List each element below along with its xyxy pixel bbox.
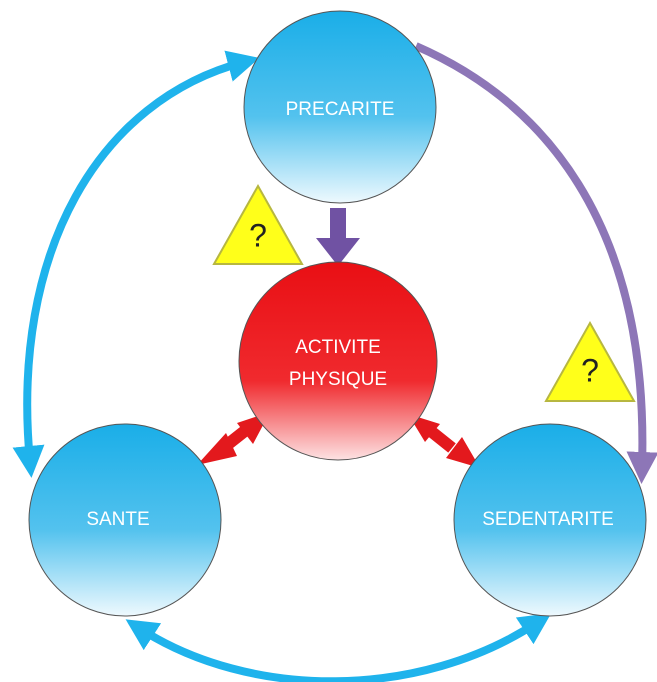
node-sante: SANTE [28,423,222,617]
node-activite-physique: ACTIVITE PHYSIQUE [238,261,438,461]
node-sedentarite-label: SEDENTARITE [482,509,614,530]
cycle-arrow-precarite-to-sante [12,50,260,478]
node-precarite: PRECARITE [243,10,437,204]
node-precarite-label: PRECARITE [286,99,395,120]
precarite-to-activite-arrow [316,208,360,266]
activite-sedentarite-bidirectional-arrow [408,414,480,468]
question-mark-right: ? [581,352,599,388]
question-warning-right: ? [544,320,636,402]
node-sedentarite: SEDENTARITE [453,423,647,617]
node-activite-label-line1: ACTIVITE [295,337,381,358]
cycle-arrow-sante-to-sedentarite [125,613,552,682]
question-warning-left: ? [212,183,304,265]
node-activite-label-line2: PHYSIQUE [289,369,387,390]
question-mark-left: ? [249,217,267,253]
cycle-arrow-precarite-to-sedentarite [414,42,657,484]
node-sante-label: SANTE [86,509,149,530]
